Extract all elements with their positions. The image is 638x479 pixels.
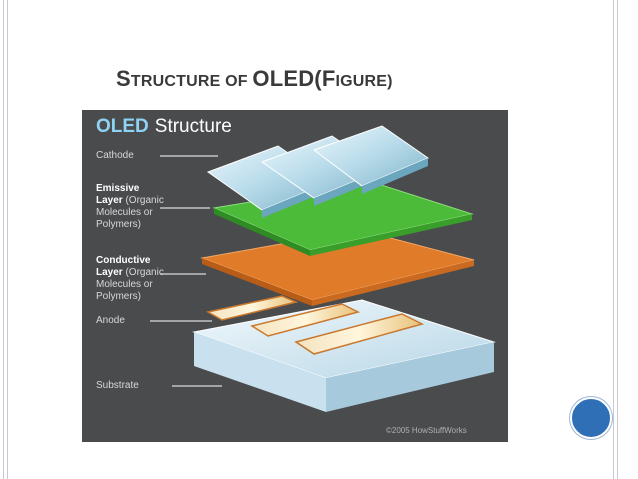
label-cathode: Cathode: [96, 150, 134, 162]
anode-strips: [205, 295, 425, 355]
slide-title: STRUCTURE OF OLED(FIGURE): [116, 66, 393, 92]
leader-lines: [150, 155, 222, 387]
label-cathode-text: Cathode: [96, 150, 134, 161]
label-conductive-rest3: Polymers): [96, 291, 142, 302]
left-border-line: [3, 0, 4, 479]
label-conductive-bold2: Layer: [96, 267, 123, 278]
conductive-layer: [200, 229, 475, 306]
label-conductive-bold: Conductive: [96, 255, 151, 266]
label-substrate-text: Substrate: [96, 380, 139, 391]
title-part-3: OLED(F: [252, 66, 336, 91]
left-border-line-2: [7, 0, 8, 479]
label-conductive: Conductive Layer (Organic Molecules or P…: [96, 255, 164, 303]
figure-title-accent: OLED: [96, 116, 149, 137]
label-anode-text: Anode: [96, 315, 125, 326]
label-emissive-rest1: (Organic: [125, 195, 164, 206]
label-emissive-bold2: Layer: [96, 195, 123, 206]
decorative-circle: [570, 397, 612, 439]
title-part-4: IGURE): [335, 73, 393, 90]
label-conductive-rest1: (Organic: [125, 267, 164, 278]
label-emissive: Emissive Layer (Organic Molecules or Pol…: [96, 183, 164, 231]
title-part-1: S: [116, 66, 131, 91]
right-border-line-2: [617, 0, 618, 479]
title-part-2: TRUCTURE OF: [130, 73, 253, 90]
figure-title-rest: Structure: [154, 116, 232, 137]
label-substrate: Substrate: [96, 380, 139, 392]
label-emissive-rest2: Molecules or: [96, 207, 153, 218]
cathode-strips: [206, 125, 430, 218]
label-emissive-bold: Emissive: [96, 183, 140, 194]
substrate-layer: [192, 299, 496, 412]
label-emissive-rest3: Polymers): [96, 219, 142, 230]
label-anode: Anode: [96, 315, 125, 327]
figure-credit: ©2005 HowStuffWorks: [386, 426, 467, 435]
label-conductive-rest2: Molecules or: [96, 279, 153, 290]
right-border-line: [613, 0, 614, 479]
oled-layers-illustration: [150, 125, 496, 412]
